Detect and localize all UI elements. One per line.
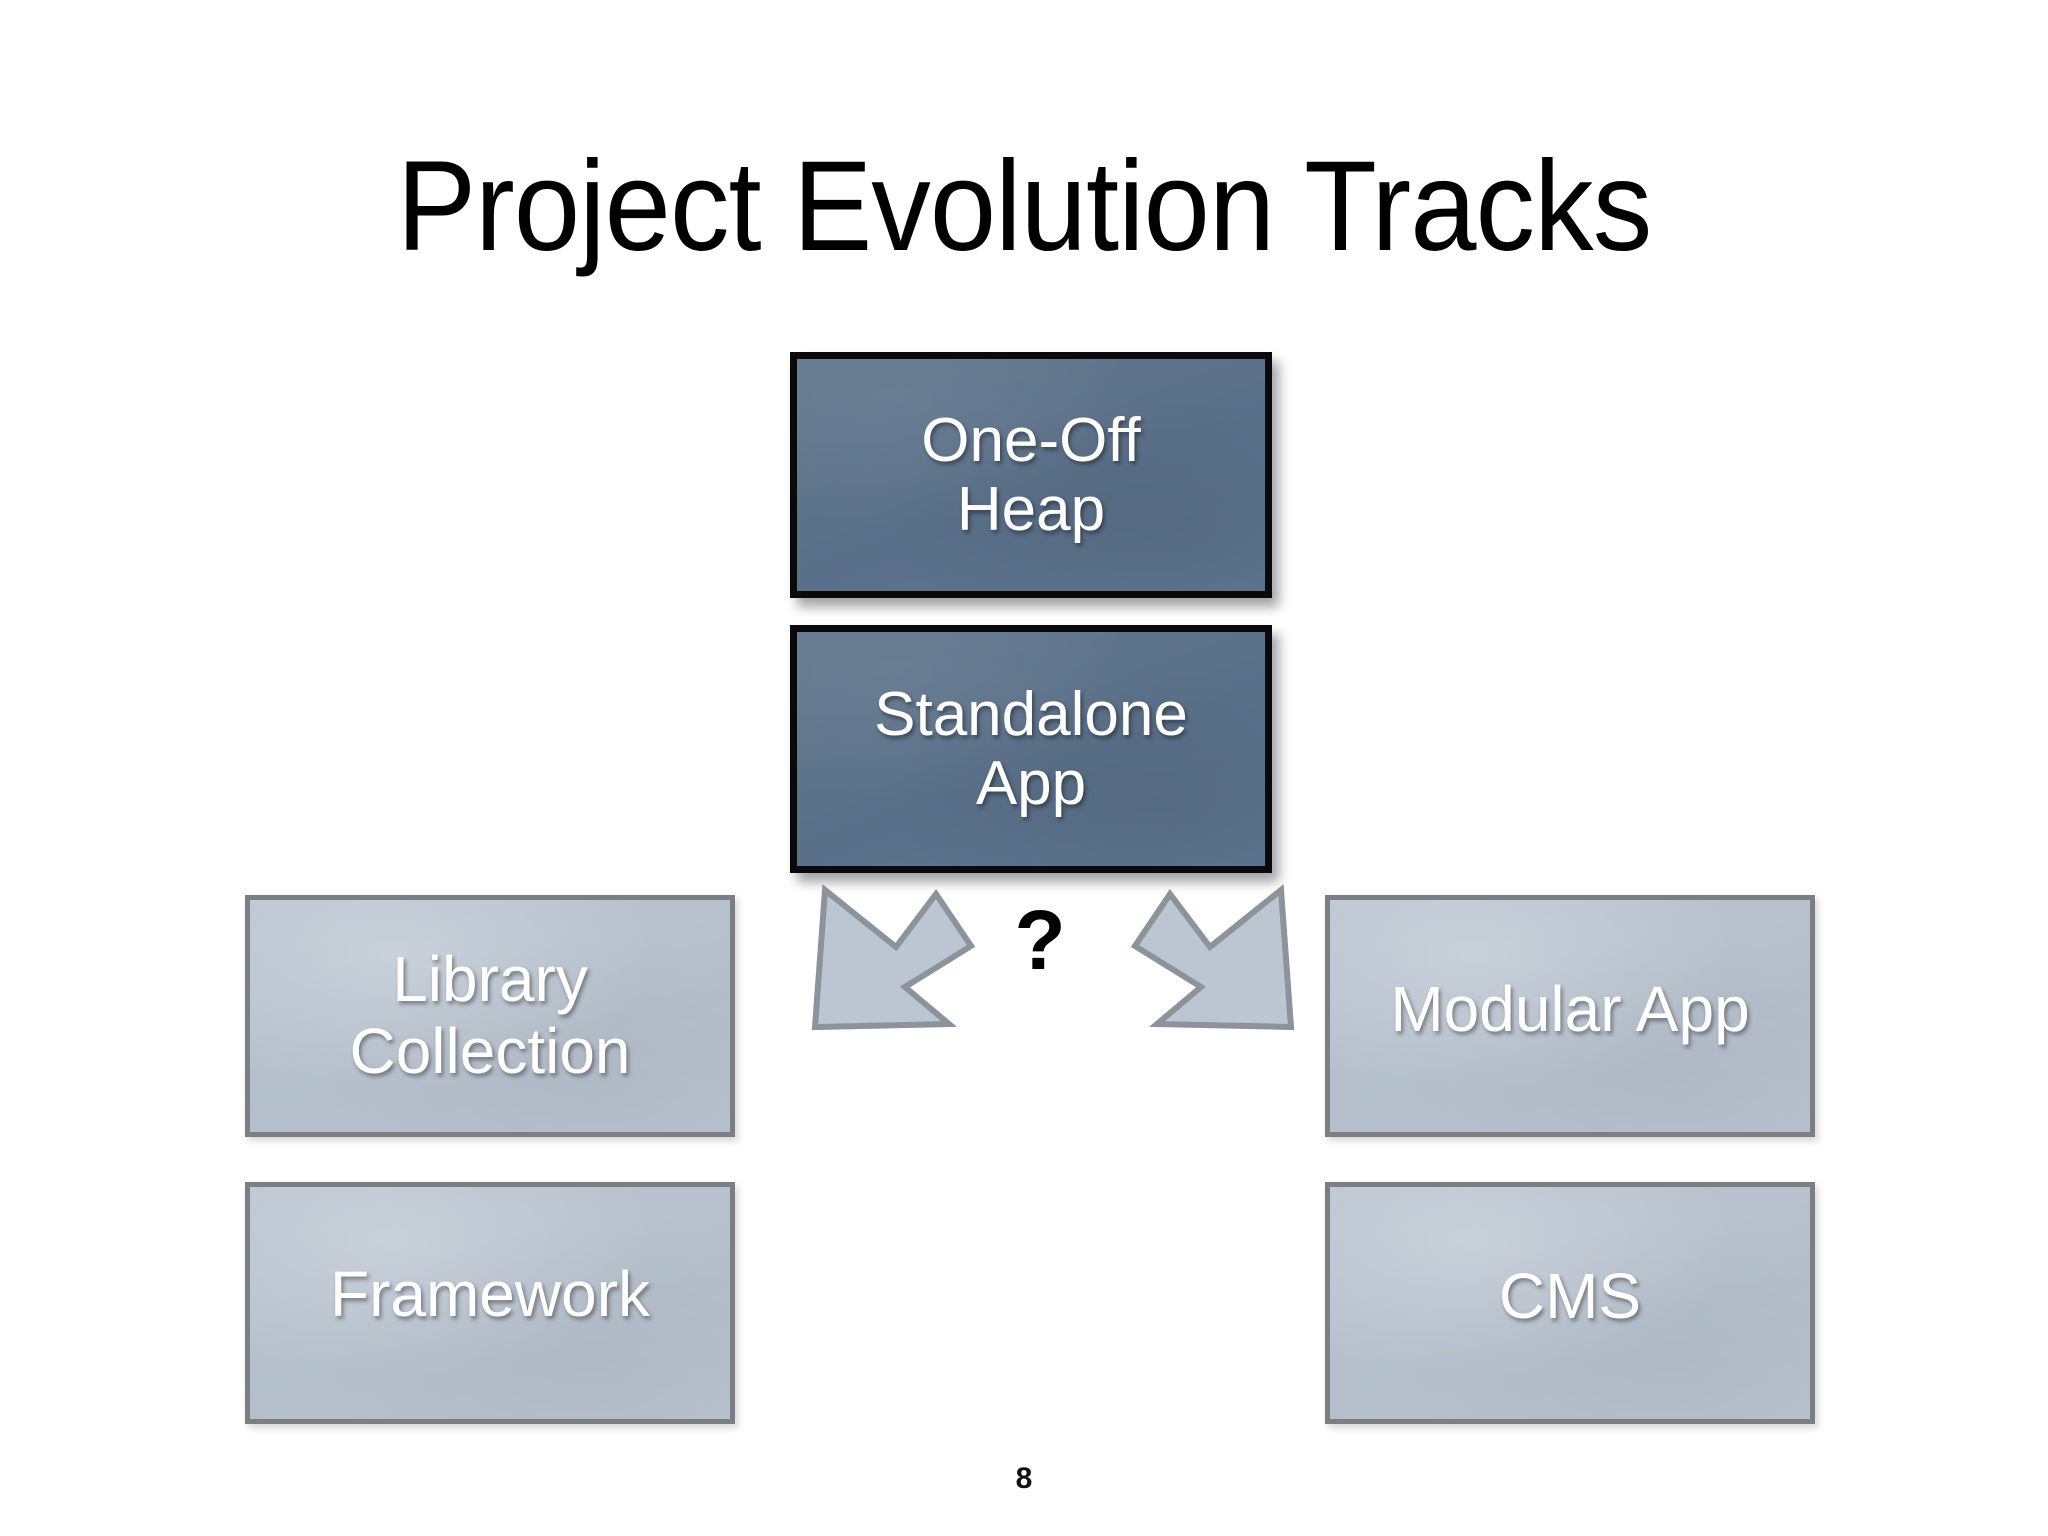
node-modular-app-label: Modular App — [1390, 973, 1750, 1045]
page-title: Project Evolution Tracks — [396, 135, 1652, 278]
node-one-off-heap[interactable]: One-Off Heap — [790, 352, 1272, 598]
node-cms[interactable]: CMS — [1325, 1182, 1815, 1424]
node-framework-label: Framework — [329, 1258, 651, 1330]
node-modular-app[interactable]: Modular App — [1325, 895, 1815, 1137]
node-framework[interactable]: Framework — [245, 1182, 735, 1424]
page-number: 8 — [1015, 1462, 1033, 1495]
node-standalone-app-label-line2: App — [975, 749, 1087, 818]
node-library-collection-label-line1: Library — [392, 943, 588, 1016]
node-library-collection-label: Library Collection — [349, 943, 631, 1087]
node-standalone-app[interactable]: Standalone App — [790, 625, 1272, 873]
node-library-collection-label-line2: Collection — [349, 1015, 631, 1087]
chevron-arrow-down-right-icon — [1130, 884, 1295, 1031]
branch-question-mark: ? — [1014, 893, 1066, 987]
node-library-collection[interactable]: Library Collection — [245, 895, 735, 1137]
node-standalone-app-label: Standalone App — [874, 680, 1188, 819]
node-one-off-heap-label-line1: One-Off — [921, 405, 1141, 475]
node-one-off-heap-label-line2: Heap — [956, 475, 1106, 544]
node-one-off-heap-label: One-Off Heap — [921, 406, 1140, 545]
node-standalone-app-label-line1: Standalone — [874, 679, 1188, 749]
node-cms-label: CMS — [1498, 1260, 1642, 1332]
chevron-arrow-down-left-icon — [811, 884, 976, 1031]
